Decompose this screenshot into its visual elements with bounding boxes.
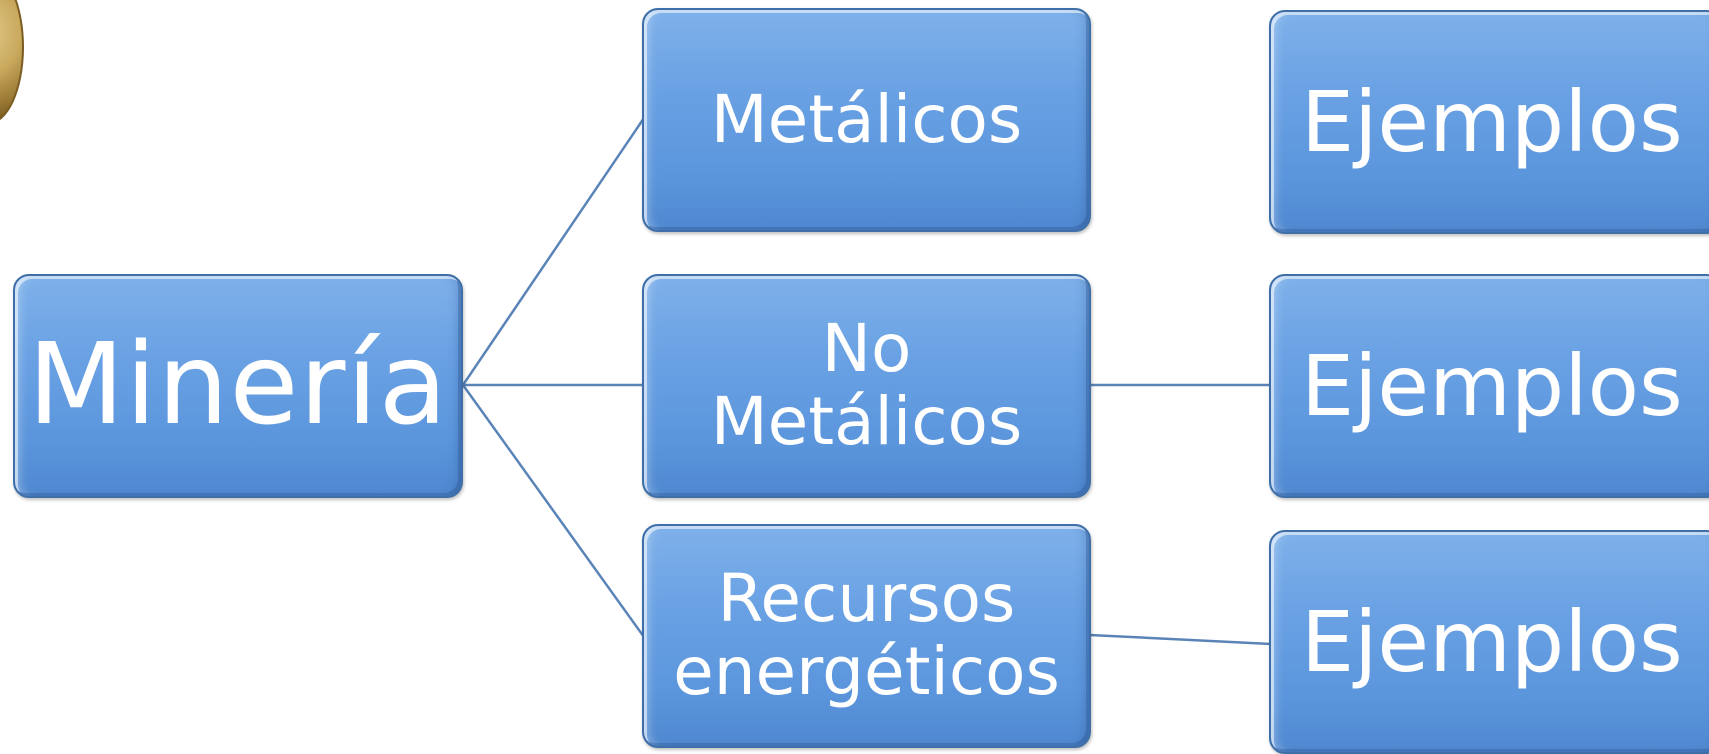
connector-root-metalicos [461,117,646,386]
example-label: Ejemplos [1301,336,1683,435]
example-node-recursos-energeticos: Ejemplos [1269,530,1709,754]
connector-root-recursos [461,384,646,638]
coin-image [0,0,24,124]
category-label: Recursos energéticos [673,560,1060,710]
example-node-metalicos: Ejemplos [1269,10,1709,234]
example-label: Ejemplos [1301,72,1683,171]
connector-recursos-ejemplos [1089,633,1272,646]
category-node-metalicos: Metálicos [642,8,1091,232]
category-node-recursos-energeticos: Recursos energéticos [642,524,1091,748]
root-node-mineria: Minería [13,274,463,498]
category-node-no-metalicos: No Metálicos [642,274,1091,498]
example-label: Ejemplos [1301,592,1683,691]
category-label: Metálicos [710,80,1023,158]
example-node-no-metalicos: Ejemplos [1269,274,1709,498]
category-label: No Metálicos [710,310,1023,460]
root-label: Minería [27,320,449,451]
